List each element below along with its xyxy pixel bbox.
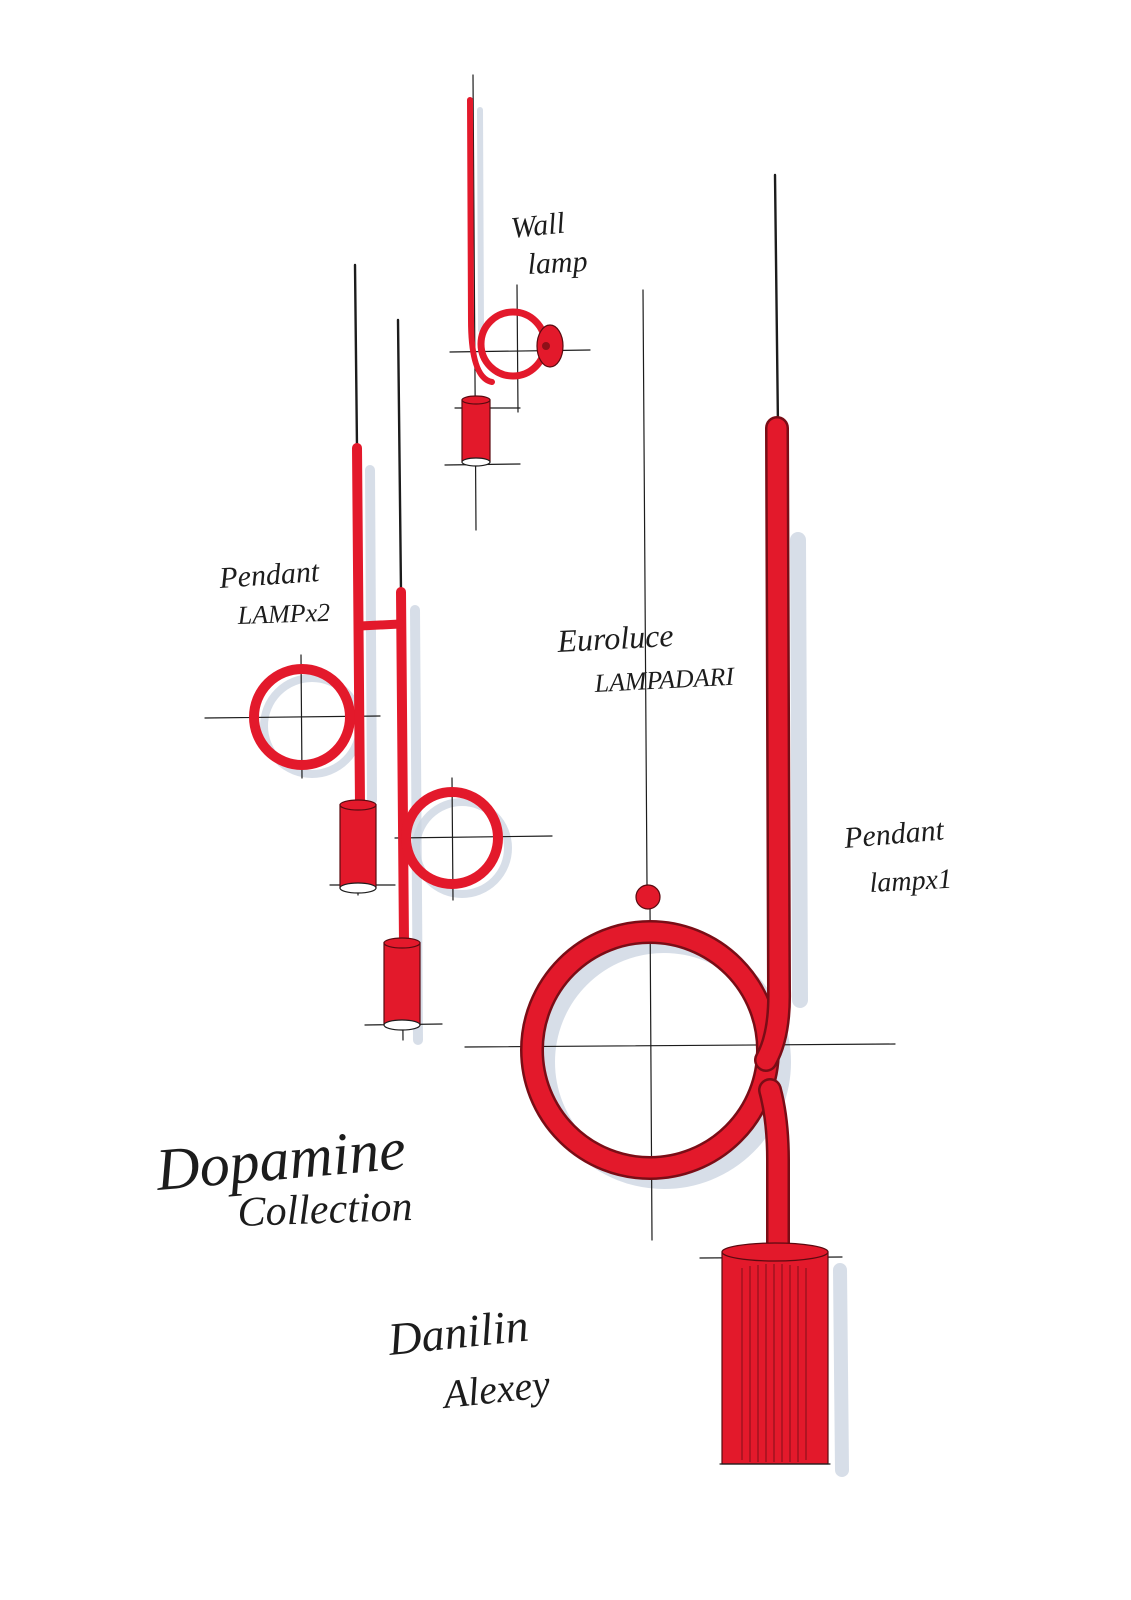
wall-lamp: Wall lamp <box>444 74 591 531</box>
pendant-x1-crosshair-v1 <box>649 904 653 1241</box>
pendant-x1-lower-rod <box>760 1080 788 1262</box>
pendant-x2-shade-b <box>383 942 421 1026</box>
pendant-x2-ring-b <box>401 787 503 889</box>
wall-lamp-shadow <box>477 107 484 333</box>
pendant-x2-shadow-a <box>365 465 377 805</box>
pendant-x2-shade-a <box>339 804 377 889</box>
collection-title: Dopamine Collection <box>152 1115 413 1236</box>
signature-line1: Danilin <box>385 1300 531 1366</box>
pendant-x1-rod <box>756 418 789 1070</box>
pendant-x2-connector <box>355 619 405 631</box>
pendant-x2-rod-b <box>396 587 409 948</box>
wall-lamp-label-line2: lamp <box>527 245 589 281</box>
pendant-lamp-x2: Pendant LAMPx2 <box>204 263 553 1045</box>
pendant-x1-cord <box>773 173 780 430</box>
wall-lamp-canopy-center <box>542 342 550 350</box>
wall-lamp-shade-top <box>461 395 491 405</box>
euroluce-label-line2: LAMPADARI <box>593 662 736 698</box>
pendant-x2-crosshair-h2 <box>394 835 553 839</box>
pendant-x1-shade-top <box>721 1242 829 1262</box>
wall-lamp-shade <box>461 399 491 463</box>
euroluce-label-line1: Euroluce <box>555 617 674 659</box>
pendant-x2-shade-a-bottom <box>339 882 377 894</box>
wall-lamp-label-line1: Wall <box>509 207 566 245</box>
pendant-x2-crosshair-v1 <box>300 654 303 779</box>
collection-title-line2: Collection <box>237 1184 413 1236</box>
pendant-x1-label-line2: lampx1 <box>869 864 953 899</box>
pendant-x2-ring-a <box>249 664 355 770</box>
pendant-x2-cord-a <box>353 263 359 450</box>
pendant-x2-shade-b-bottom <box>383 1019 421 1031</box>
signature: Danilin Alexey <box>385 1300 552 1418</box>
wall-lamp-rod <box>467 97 495 385</box>
pendant-x1-shade-hatching <box>741 1264 807 1462</box>
pendant-x1-shadow-shade <box>833 1263 849 1477</box>
wall-lamp-crosshair-v1 <box>516 284 519 413</box>
pendant-x1-label-line1: Pendant <box>842 813 946 855</box>
pendant-x1-center-cord <box>642 289 648 886</box>
pendant-x1-ball <box>635 884 661 910</box>
pendant-x2-shade-b-top <box>383 937 421 949</box>
pendant-x2-shadow-ring-b <box>412 798 512 898</box>
wall-lamp-shade-bottom <box>461 457 491 467</box>
pendant-x2-label-line2: LAMPx2 <box>236 598 330 630</box>
pendant-lamp-x1: Euroluce LAMPADARI Pendant lampx1 <box>464 173 953 1477</box>
pendant-x2-cord-b <box>396 318 403 594</box>
pendant-x2-label-line1: Pendant <box>217 555 321 595</box>
pendant-x1-shadow-rod <box>790 532 808 1008</box>
wall-lamp-loop <box>477 308 549 380</box>
signature-line2: Alexey <box>438 1361 552 1417</box>
pendant-x1-shade <box>721 1251 829 1465</box>
pendant-x2-shade-a-top <box>339 799 377 811</box>
